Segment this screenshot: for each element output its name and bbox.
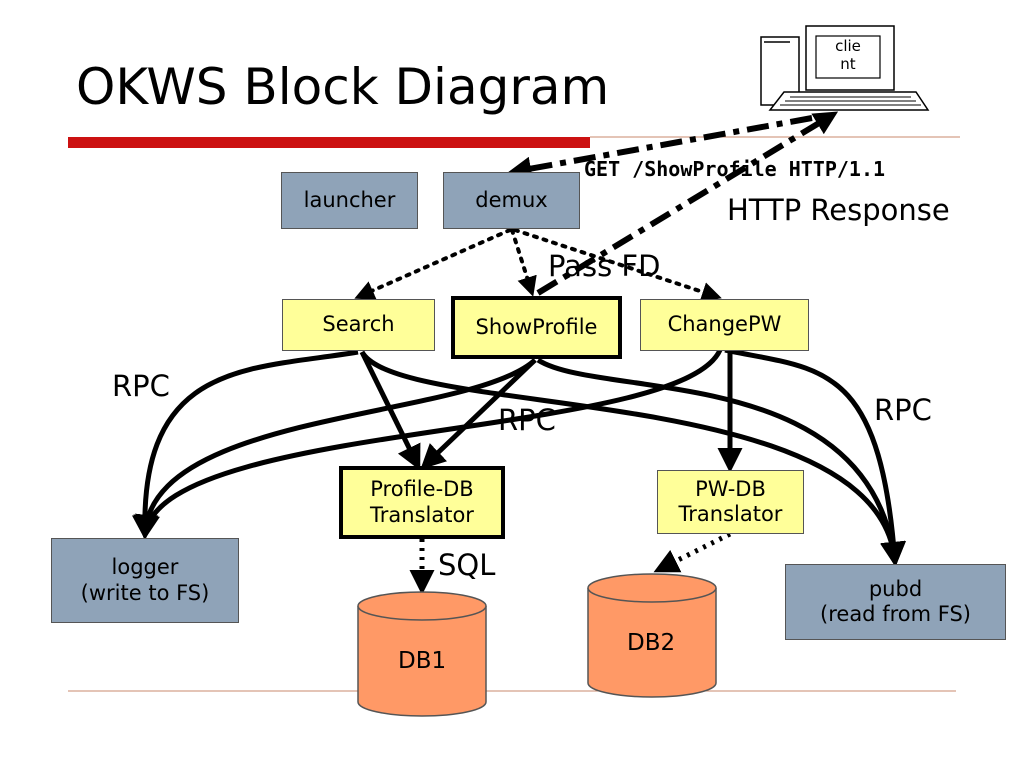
pubd-node: pubd (read from FS)	[785, 564, 1006, 640]
http-response-label: HTTP Response	[727, 193, 950, 227]
changepw-to-pubd-rpc	[724, 347, 906, 567]
search-to-profiledb-arrow	[359, 350, 421, 471]
computer-icon	[760, 25, 930, 111]
pass-fd-label: Pass FD	[548, 249, 661, 283]
changepw-to-logger-rpc	[135, 348, 723, 540]
db1-cylinder	[357, 591, 487, 717]
db2-cylinder	[587, 573, 717, 698]
showprofile-to-logger-rpc	[133, 358, 537, 540]
rpc-center-label: RPC	[498, 403, 556, 437]
rpc-right-label: RPC	[874, 393, 932, 427]
logger-node: logger (write to FS)	[51, 538, 239, 623]
demux-to-showprofile-arrow	[510, 228, 537, 297]
showprofile-to-profiledb-arrow	[420, 358, 537, 470]
demux-to-changepw-arrow	[513, 228, 722, 302]
demux-node: demux	[443, 172, 580, 229]
showprofile-node: ShowProfile	[451, 296, 622, 359]
get-request-arrow	[507, 115, 813, 181]
search-to-logger-rpc	[131, 349, 359, 540]
db1-label: DB1	[398, 648, 447, 674]
search-node: Search	[282, 299, 435, 351]
slide-title: OKWS Block Diagram	[76, 58, 610, 116]
pw-db-translator-node: PW-DB Translator	[657, 470, 804, 534]
title-bar	[68, 137, 590, 148]
http-response-arrow	[536, 111, 839, 296]
db2-label: DB2	[627, 630, 676, 656]
changepw-node: ChangePW	[640, 299, 809, 351]
demux-to-search-arrow	[354, 228, 512, 300]
search-to-pubd-rpc	[359, 350, 906, 567]
rpc-left-label: RPC	[112, 369, 170, 403]
launcher-node: launcher	[281, 172, 418, 229]
profile-db-translator-node: Profile-DB Translator	[339, 466, 505, 539]
sql-label: SQL	[438, 548, 496, 582]
pwdb-to-db2-arrow	[653, 531, 732, 573]
client-label: clie nt	[835, 37, 861, 73]
get-request-label: GET /ShowProfile HTTP/1.1	[584, 157, 886, 181]
